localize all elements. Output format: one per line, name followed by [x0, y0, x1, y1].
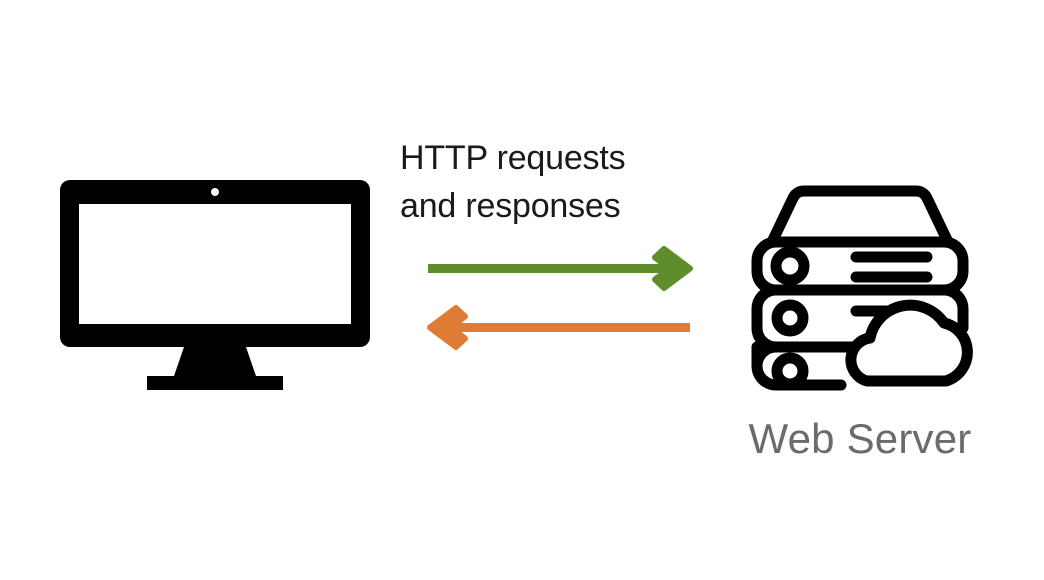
request-arrow-shape [428, 246, 693, 291]
link-caption: HTTP requests and responses [400, 134, 720, 231]
web-server-label: Web Server [748, 415, 972, 462]
server-led-indicators [770, 246, 810, 390]
caption-line-2: and responses [400, 187, 621, 226]
response-arrow-shape [427, 305, 690, 350]
arrow-group [415, 238, 705, 363]
client-node: Client [60, 180, 370, 470]
desktop-monitor-icon [60, 180, 370, 395]
caption-line-1: HTTP requests [400, 139, 626, 177]
server-rack-cloud-icon [745, 180, 975, 395]
cloud-icon [845, 299, 973, 387]
web-server-node [700, 180, 1020, 470]
